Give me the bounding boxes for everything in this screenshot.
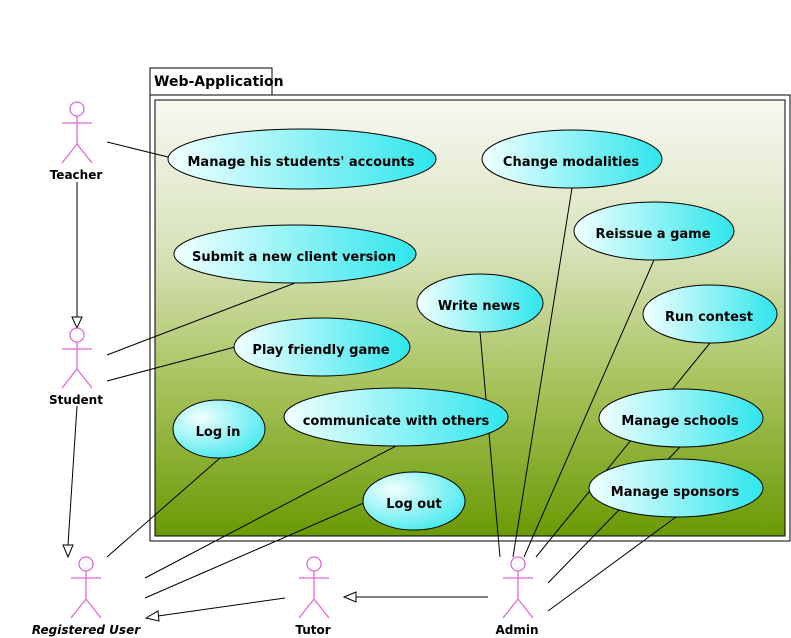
use-case-ellipse	[172, 399, 266, 459]
use-case-label: Run contest	[665, 310, 753, 325]
gen-student-user-line	[67, 405, 78, 546]
use-case-play-friendly: Play friendly game	[233, 317, 411, 377]
use-case-ellipse	[588, 458, 764, 518]
actor-label: Tutor	[295, 623, 330, 637]
assoc-teacher-manage-students	[106, 141, 173, 159]
use-case-label: Manage schools	[621, 414, 738, 429]
gen-student-user-arrowhead	[62, 544, 74, 559]
use-case-ellipse	[481, 129, 663, 189]
assoc-admin-run-contest	[535, 342, 711, 558]
actor-label: Admin	[495, 623, 538, 637]
stick-figure-icon	[298, 556, 330, 619]
actor-label: Registered User	[32, 623, 141, 637]
actor-registered-user: Registered User	[32, 556, 141, 637]
use-case-label: Log in	[196, 425, 241, 440]
generalizations	[62, 182, 488, 622]
actor-label: Teacher	[50, 168, 103, 182]
assoc-user-communicate	[144, 445, 397, 579]
associations	[106, 141, 711, 612]
assoc-student-play-friendly	[106, 346, 236, 382]
assoc-user-log-out	[144, 501, 367, 599]
stick-figure-icon	[70, 556, 102, 619]
actor-student: Student	[49, 327, 103, 407]
use-case-label: Write news	[438, 299, 521, 314]
use-case-run-contest: Run contest	[642, 284, 778, 344]
gen-tutor-user-arrowhead	[144, 610, 160, 622]
use-case-label: Manage his students' accounts	[188, 155, 415, 170]
assoc-student-submit-client	[106, 282, 296, 356]
actor-tutor: Tutor	[295, 556, 331, 637]
use-case-log-out: Log out	[362, 471, 466, 531]
use-case-label: Manage sponsors	[611, 485, 740, 500]
gen-teacher-student-arrowhead	[71, 316, 83, 330]
use-case-ellipse	[362, 471, 466, 531]
gen-tutor-user-line	[157, 597, 286, 617]
use-case-submit-client: Submit a new client version	[173, 224, 417, 284]
use-case-label: Play friendly game	[252, 343, 389, 358]
assoc-admin-change-modalities	[512, 187, 573, 558]
use-case-ellipse	[642, 284, 778, 344]
assoc-user-log-in	[106, 457, 221, 558]
use-case-ellipse	[173, 224, 417, 284]
use-case-change-modalities: Change modalities	[481, 129, 663, 189]
actor-label: Student	[49, 393, 103, 407]
use-case-reissue-game: Reissue a game	[573, 201, 735, 261]
package-title: Web-Application	[154, 74, 284, 90]
gen-admin-tutor-arrowhead	[342, 591, 357, 603]
use-case-ellipse	[598, 388, 764, 448]
use-case-label: Log out	[386, 497, 441, 512]
stick-figure-icon	[502, 556, 534, 619]
stick-figure-icon	[61, 101, 93, 164]
use-case-ellipse	[416, 273, 544, 333]
use-case-manage-sponsors: Manage sponsors	[588, 458, 764, 518]
use-case-ellipse	[167, 128, 437, 190]
use-case-label: Change modalities	[503, 155, 639, 170]
stick-figure-icon	[61, 327, 93, 389]
use-case-ellipse	[233, 317, 411, 377]
actor-teacher: Teacher	[50, 101, 103, 182]
use-case-manage-schools: Manage schools	[598, 388, 764, 448]
use-case-communicate: communicate with others	[283, 387, 509, 447]
use-case-label: Reissue a game	[595, 227, 710, 242]
use-case-label: Submit a new client version	[192, 250, 396, 265]
actor-admin: Admin	[495, 556, 539, 637]
assoc-admin-manage-sponsors	[547, 516, 677, 612]
package-tab	[149, 67, 273, 96]
use-case-ellipse	[573, 201, 735, 261]
use-case-log-in: Log in	[172, 399, 266, 459]
use-case-label: communicate with others	[303, 414, 490, 429]
assoc-admin-reissue-game	[523, 259, 655, 558]
use-case-write-news: Write news	[416, 273, 544, 333]
use-case-ellipse	[283, 387, 509, 447]
use-case-manage-students: Manage his students' accounts	[167, 128, 437, 190]
assoc-admin-write-news	[479, 331, 501, 558]
